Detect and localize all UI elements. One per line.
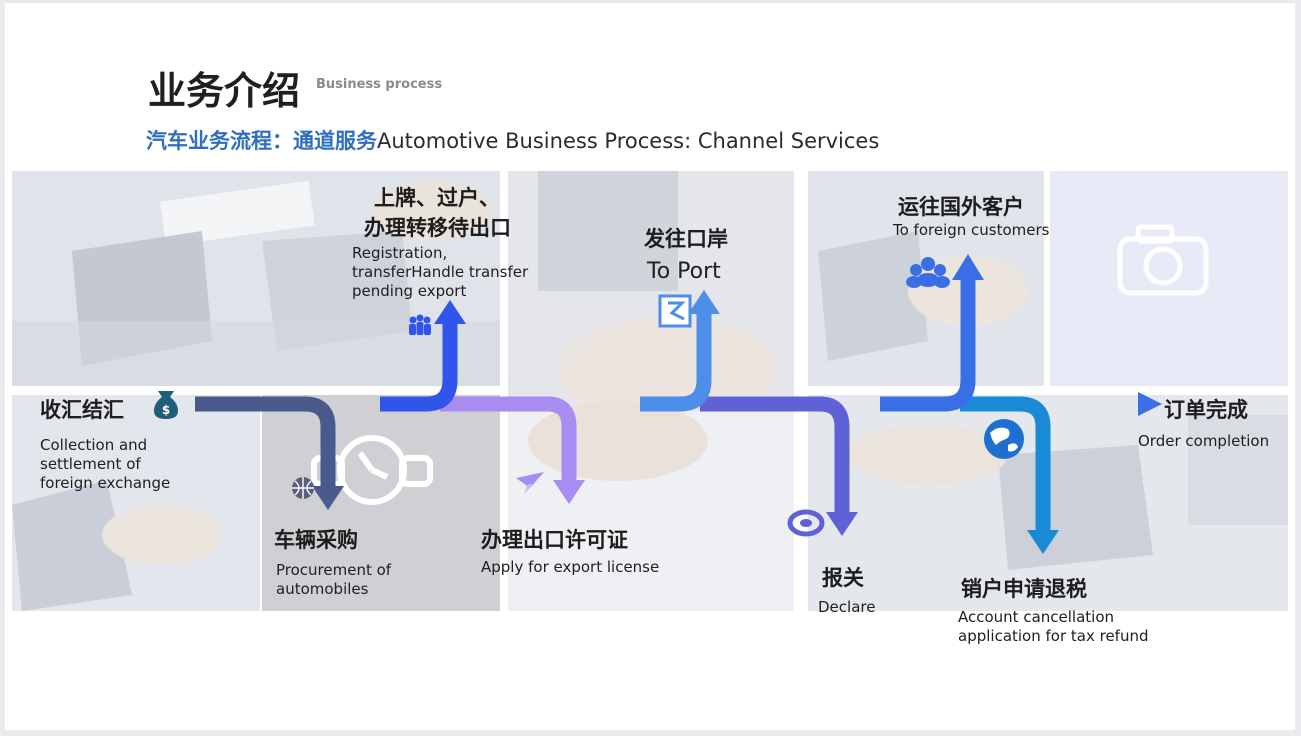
page-subtitle: 汽车业务流程：通道服务Automotive Business Process: … <box>146 125 879 155</box>
globe-grid-icon <box>292 477 314 499</box>
step-desc-line: transferHandle transfer <box>352 263 529 281</box>
step-desc-line: Procurement of <box>276 561 392 579</box>
route-sign-icon <box>658 294 692 328</box>
arrow-to-registration <box>380 322 458 412</box>
world-map-icon <box>984 419 1024 459</box>
step-foreign-customers: 运往国外客户 To foreign customers <box>893 191 1050 240</box>
step-title: 订单完成 <box>1164 398 1248 422</box>
step-desc-line: pending export <box>352 282 467 300</box>
step-desc-line: settlement of <box>40 455 141 473</box>
step-desc-line: Account cancellation <box>958 608 1115 626</box>
step-title: 发往口岸 <box>644 227 728 251</box>
subtitle-highlight: 汽车业务流程：通道服务 <box>146 129 377 153</box>
step-desc-line: application for tax refund <box>958 627 1149 645</box>
lifebuoy-icon <box>787 509 825 537</box>
step-title-line: 办理转移待出口 <box>364 216 511 240</box>
page-title-english: Business process <box>316 77 443 92</box>
team-icon <box>409 314 431 335</box>
arrow-to-procurement <box>195 396 336 488</box>
step-desc-line: foreign exchange <box>40 474 171 492</box>
photo-tile-watch <box>262 395 500 611</box>
photo-tile-handshake <box>508 171 794 611</box>
page-title: 业务介绍 <box>148 69 301 113</box>
step-procurement: 车辆采购 Procurement of automobiles <box>274 524 391 599</box>
step-title: 报关 <box>822 566 864 590</box>
arrow-to-declare <box>700 396 850 514</box>
step-desc-line: automobiles <box>276 580 369 598</box>
photo-tile-laptop <box>12 395 260 611</box>
step-title-line: 上牌、过户、 <box>374 186 500 210</box>
step-desc-line: Order completion <box>1138 432 1270 450</box>
step-title: 收汇结汇 <box>40 398 124 422</box>
paper-plane-icon <box>516 472 544 494</box>
step-title: 车辆采购 <box>274 528 358 552</box>
step-desc-line: To Port <box>647 259 721 284</box>
step-registration: 上牌、过户、 办理转移待出口 Registration, transferHan… <box>352 182 528 301</box>
arrow-to-export-license <box>440 396 577 482</box>
step-title: 运往国外客户 <box>898 195 1024 219</box>
step-collection: 收汇结汇 Collection and settlement of foreig… <box>40 394 170 493</box>
step-desc-line: Collection and <box>40 436 148 454</box>
subtitle-text: Automotive Business Process: Channel Ser… <box>377 129 880 153</box>
money-bag-icon: $ <box>154 391 178 419</box>
step-desc-line: Apply for export license <box>481 558 660 576</box>
step-to-port: 发往口岸 To Port <box>644 223 728 285</box>
svg-text:$: $ <box>162 403 170 417</box>
camera-icon <box>1117 224 1209 296</box>
arrow-to-foreign-customers <box>880 278 976 412</box>
arrow-right-icon <box>1138 392 1162 416</box>
people-group-icon <box>906 257 950 288</box>
step-desc-line: Declare <box>818 598 876 616</box>
step-tax-refund: 销户申请退税 Account cancellation application … <box>958 573 1149 646</box>
step-desc-line: Registration, <box>352 244 448 262</box>
photo-placeholder-tile <box>1050 171 1288 386</box>
step-export-license: 办理出口许可证 Apply for export license <box>481 524 659 577</box>
step-desc-line: To foreign customers <box>893 221 1050 239</box>
arrow-to-port <box>640 312 712 412</box>
step-declare: 报关 Declare <box>818 562 875 617</box>
photo-tile-meeting <box>12 171 500 386</box>
step-title: 办理出口许可证 <box>481 528 628 552</box>
step-title: 销户申请退税 <box>961 577 1087 601</box>
step-order-completion: 订单完成 Order completion <box>1138 394 1269 451</box>
